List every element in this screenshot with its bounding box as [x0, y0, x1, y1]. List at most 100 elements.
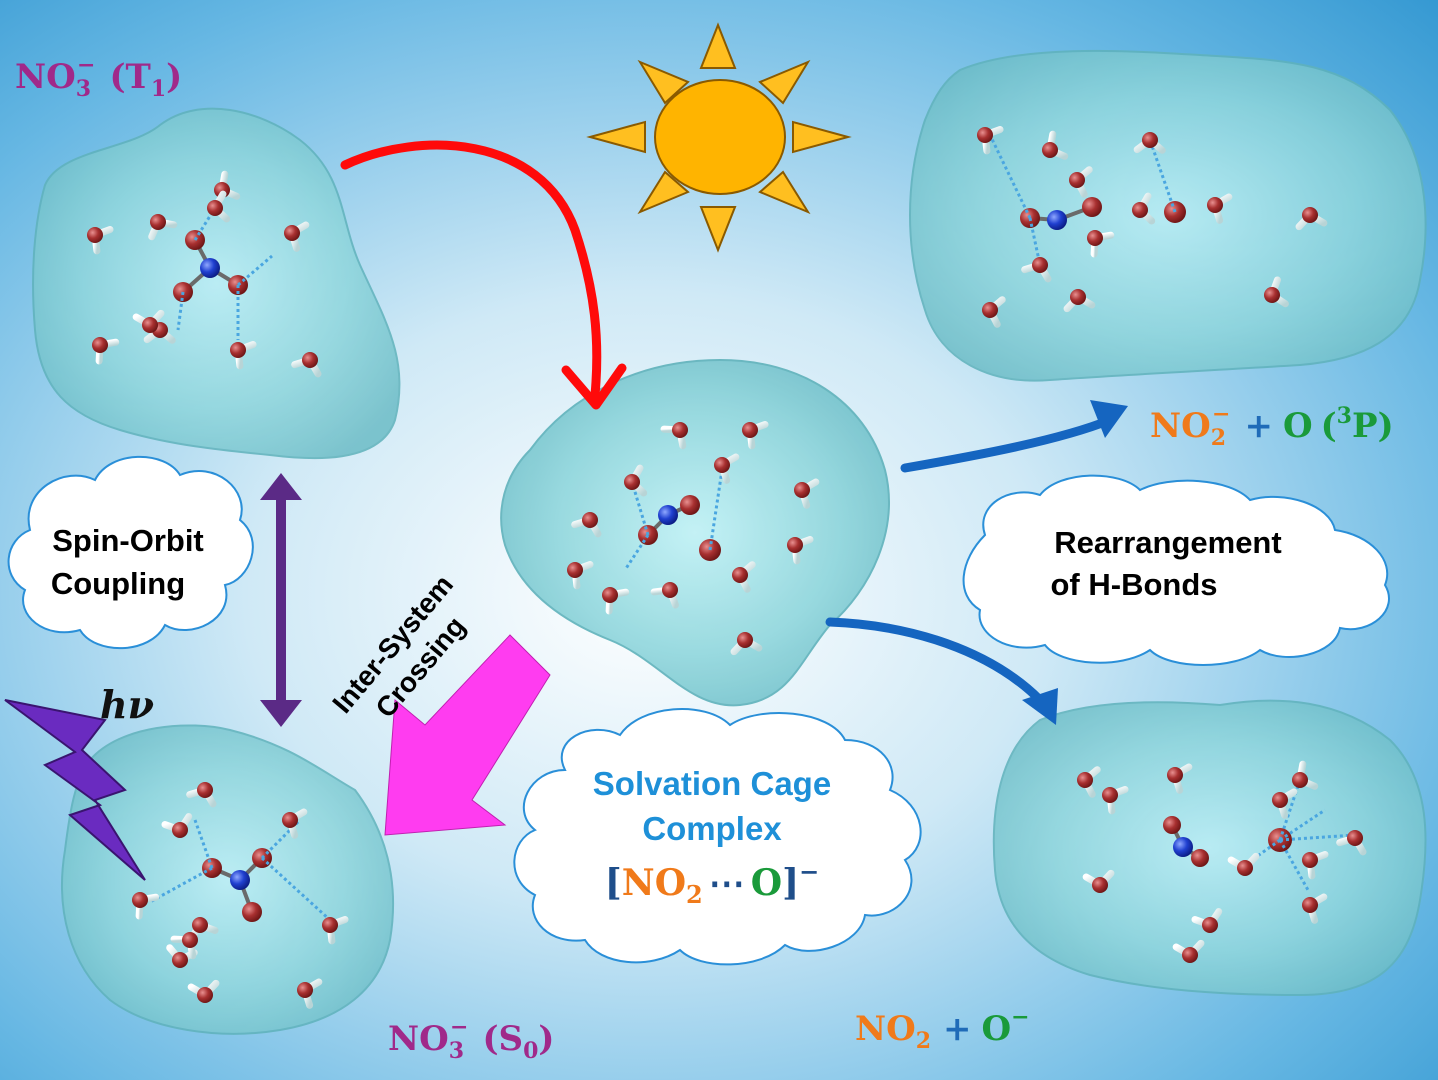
water-oxygen [1077, 772, 1093, 788]
water-oxygen [567, 562, 583, 578]
cage-to-product-b-arrowhead [1022, 688, 1058, 725]
nitrate-oxygen [242, 902, 262, 922]
pb-sub: 2 [916, 1028, 931, 1054]
cage-to-product-a-arrowhead [1090, 400, 1128, 438]
cage-dots: ⋯ [709, 862, 745, 904]
water-oxygen [662, 582, 678, 598]
water-oxygen [1042, 142, 1058, 158]
pb-sup: − [1011, 1004, 1029, 1030]
water-oxygen [1347, 830, 1363, 846]
pa-oxygen [1082, 197, 1102, 217]
water-oxygen [1302, 852, 1318, 868]
s0-base: NO [388, 1019, 449, 1059]
hydrogen-bond [623, 534, 650, 571]
label-product-a: NO2−+O(3P) [1150, 401, 1394, 451]
water-oxygen [302, 352, 318, 368]
s0-close-paren: ) [538, 1019, 554, 1059]
rearrangement-line2: of H-Bonds [1050, 567, 1217, 602]
pa-o: O [1283, 406, 1313, 446]
label-t1: NO3−(T1) [15, 52, 182, 102]
isc-arrow [384, 634, 551, 836]
cloud-spin-orbit [7, 455, 254, 650]
water-oxygen [1087, 230, 1103, 246]
t1-state-sub: 1 [151, 76, 166, 102]
pa-state: P [1352, 406, 1378, 446]
cage-nitrogen [658, 505, 678, 525]
sun-rays [586, 22, 852, 253]
pb-oxygen [1163, 816, 1181, 834]
t1-base: NO [15, 57, 76, 97]
water-oxygen [207, 200, 223, 216]
water-oxygen [1102, 787, 1118, 803]
water-oxygen [1292, 772, 1308, 788]
s0-sub: 3 [449, 1038, 464, 1064]
solvent-shell-t1 [32, 107, 401, 460]
water-oxygen [1202, 917, 1218, 933]
rearrangement-line1: Rearrangement [1054, 525, 1281, 560]
s0-open-paren: ( [482, 1019, 498, 1059]
t1-sup: − [77, 52, 95, 78]
pa-plus: + [1244, 406, 1273, 446]
s0-sup: − [450, 1014, 468, 1040]
hydrogen-bond [1279, 833, 1356, 842]
nitrogen-atom [200, 258, 220, 278]
hydrogen-bond [1244, 838, 1281, 867]
pb-plus: + [943, 1009, 972, 1049]
water-oxygen [1167, 767, 1183, 783]
water-oxygen [732, 567, 748, 583]
water-oxygen [794, 482, 810, 498]
sun-icon [586, 22, 852, 253]
cage-to-product-b-arrow [825, 617, 1045, 705]
t1-sub: 3 [76, 76, 91, 102]
sun-body [654, 79, 786, 195]
water-oxygen [742, 422, 758, 438]
water-oxygen [672, 422, 688, 438]
spin-orbit-double-arrow [260, 473, 302, 727]
water-oxygen [197, 782, 213, 798]
pa-sub: 2 [1211, 425, 1226, 451]
water-oxygen [297, 982, 313, 998]
hydrogen-bond [708, 469, 724, 551]
t1-to-cage-arrow [340, 140, 602, 400]
pb-no: NO [855, 1009, 916, 1049]
water-oxygen [142, 317, 158, 333]
cage-open-bracket: [ [605, 862, 622, 904]
water-oxygen [624, 474, 640, 490]
hydrogen-bond [237, 254, 273, 287]
cage-close-bracket: ] [782, 862, 799, 904]
water-oxygen [1142, 132, 1158, 148]
water-oxygen [322, 917, 338, 933]
molecule-layer [87, 126, 1367, 1009]
water-oxygen [1032, 257, 1048, 273]
cage-to-product-a-arrow [900, 415, 1115, 473]
cage-sup: − [799, 857, 819, 886]
spin-orbit-line2: Coupling [51, 566, 185, 601]
cloud-solvation [513, 708, 922, 966]
lightning-icon [4, 699, 146, 881]
water-oxygen [172, 822, 188, 838]
water-oxygen [1207, 197, 1223, 213]
water-oxygen [787, 537, 803, 553]
hydrogen-bond [1028, 217, 1042, 266]
pb-oxygen [1191, 849, 1209, 867]
solvation-line2: Complex [642, 810, 782, 847]
water-oxygen [284, 225, 300, 241]
label-s0: NO3−(S0) [388, 1014, 555, 1064]
spin-orbit-line1: Spin-Orbit [52, 523, 204, 558]
label-product-b: NO2 +O− [855, 1004, 1030, 1054]
water-oxygen [92, 337, 108, 353]
water-oxygen [230, 342, 246, 358]
water-oxygen [1092, 877, 1108, 893]
water-oxygen [282, 812, 298, 828]
water-oxygen [737, 632, 753, 648]
pb-nitrogen [1173, 837, 1193, 857]
pb-o: O [982, 1009, 1012, 1049]
cage-no: NO [622, 862, 686, 904]
hydrogen-bond [193, 819, 214, 869]
water-oxygen [87, 227, 103, 243]
pa-no: NO [1150, 406, 1211, 446]
water-oxygen [1302, 897, 1318, 913]
water-oxygen [977, 127, 993, 143]
s0-state: S [499, 1019, 524, 1059]
